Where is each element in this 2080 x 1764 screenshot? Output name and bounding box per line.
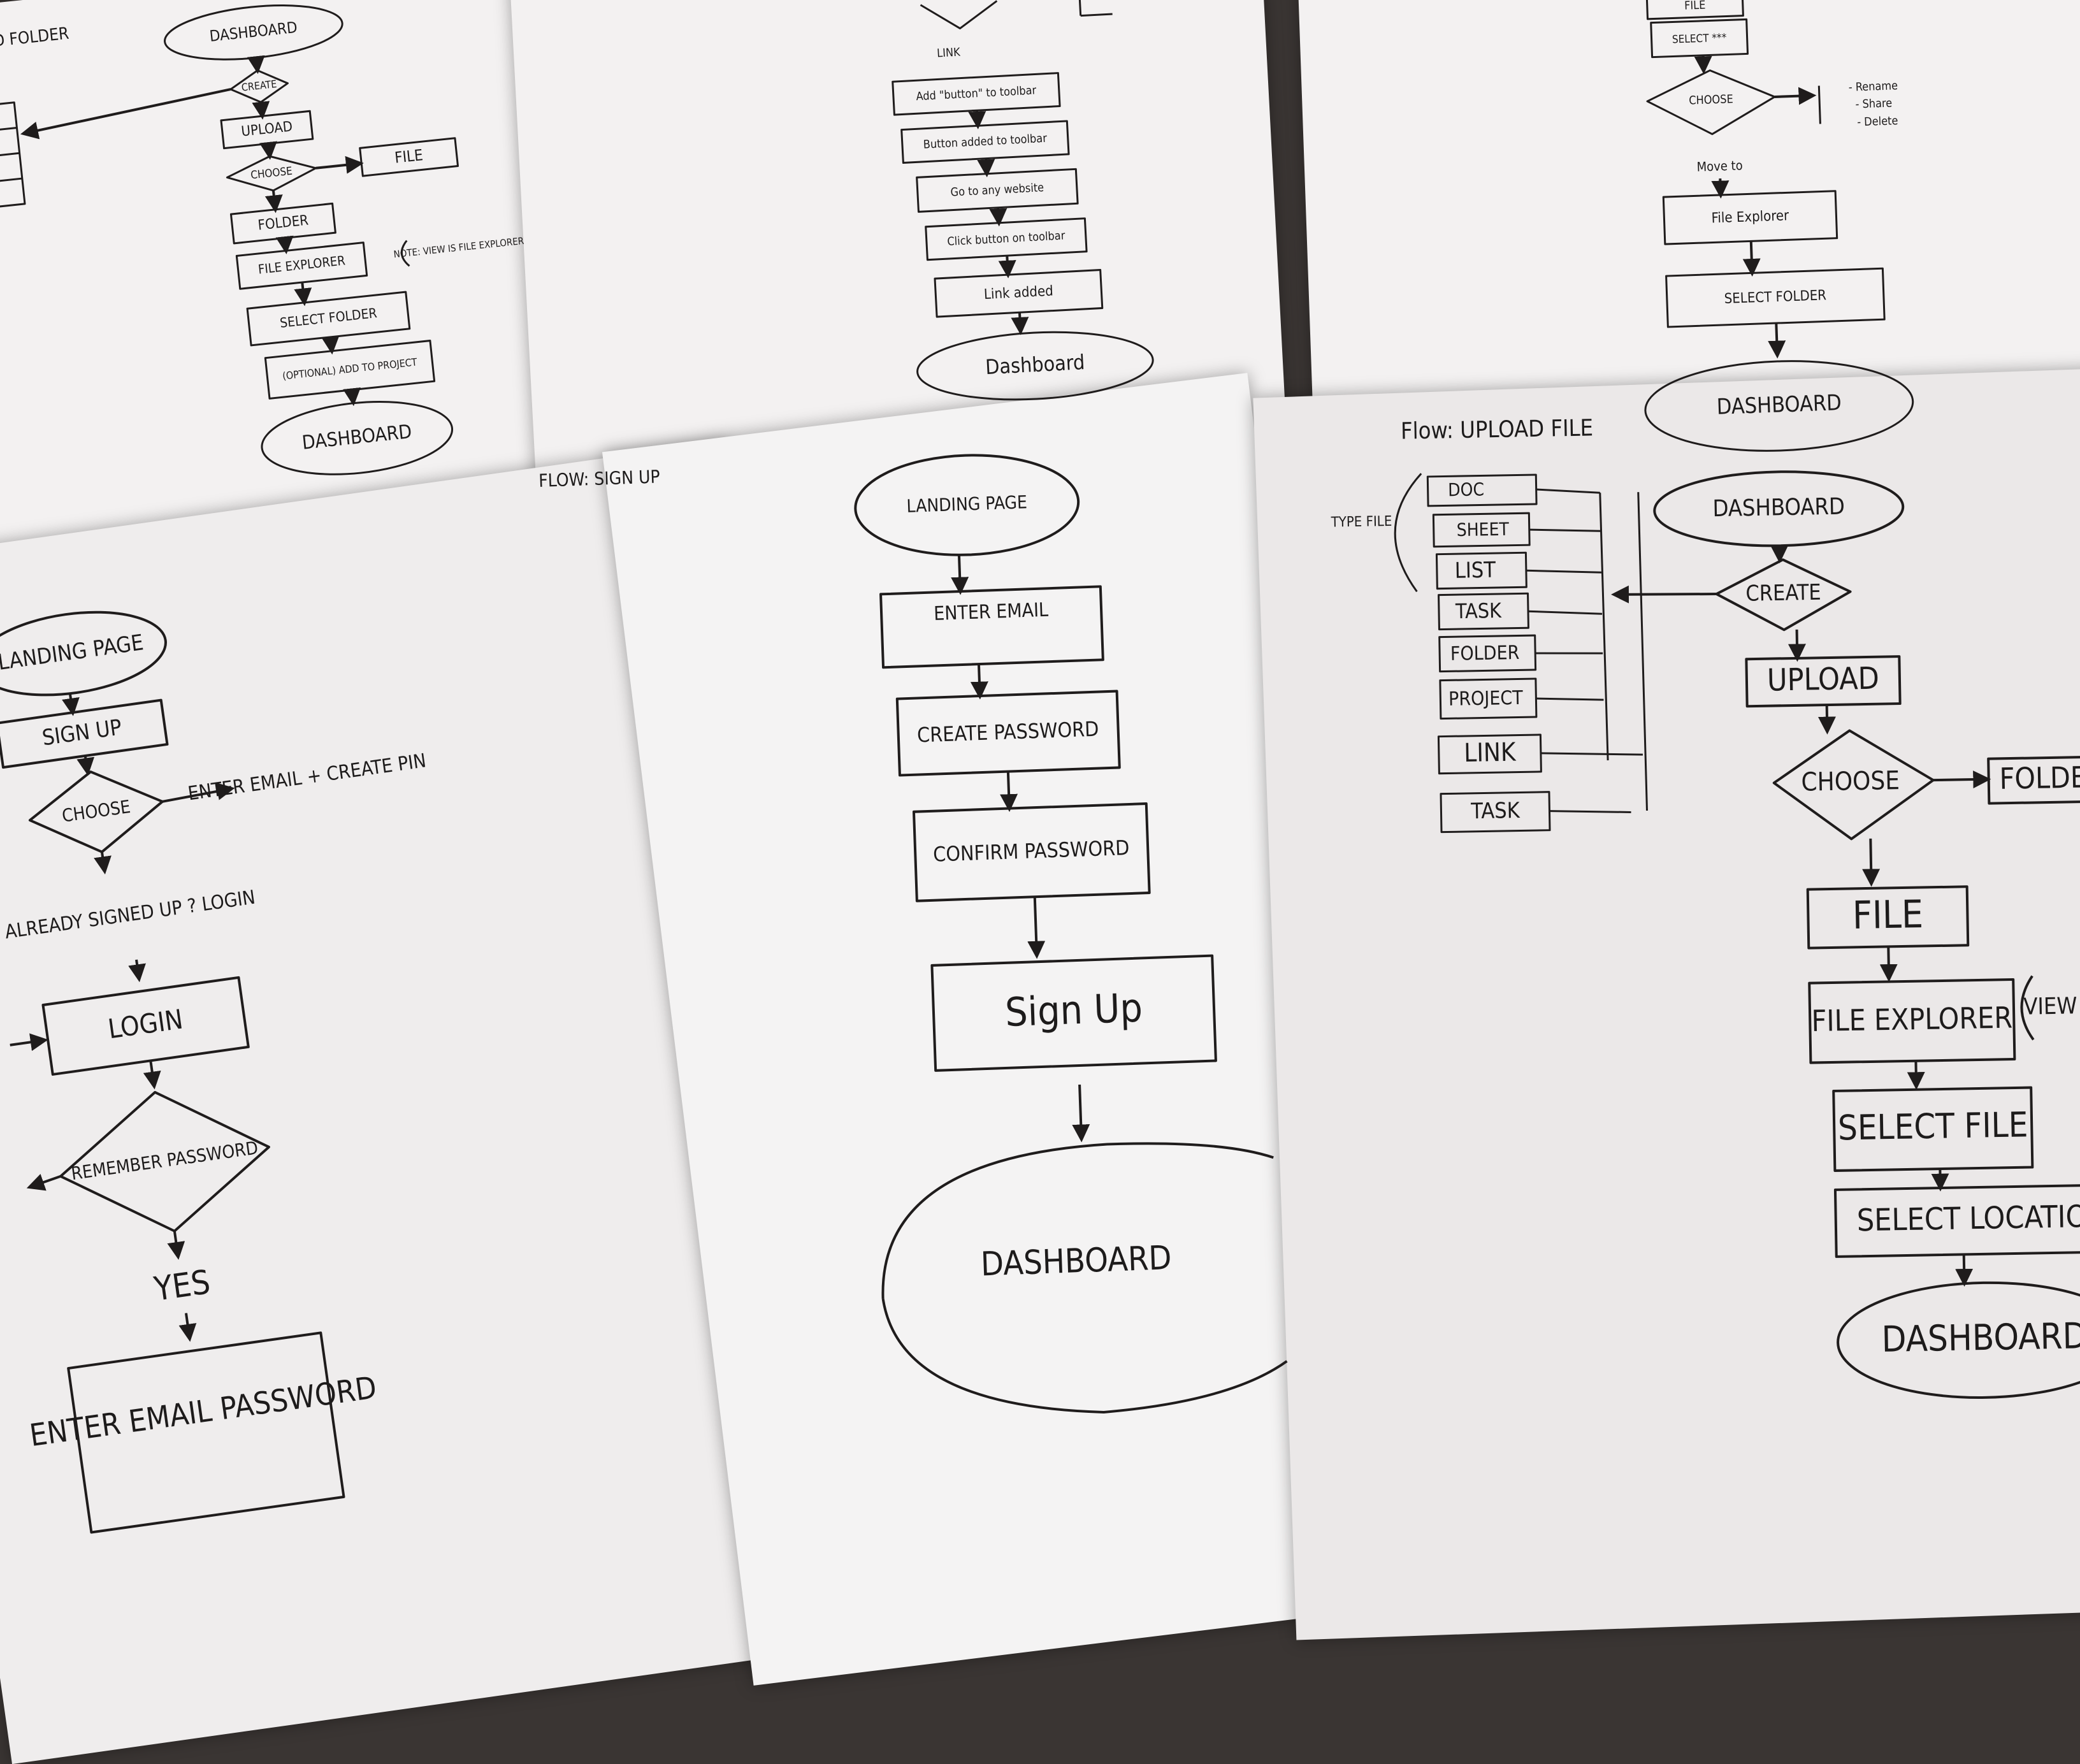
tl-file-explorer: FILE EXPLORER [257, 252, 346, 277]
bl-choose: CHOOSE [61, 796, 132, 827]
br-type-file-label: TYPE FILE [1330, 514, 1392, 531]
br-choose: CHOOSE [1801, 766, 1900, 797]
top-right-flow: FILE SELECT *** CHOOSE - Rename - Share … [1631, 0, 1914, 455]
bl-already-signed-up: ALREADY SIGNED UP ? LOGIN [3, 886, 256, 944]
br-file-explorer: FILE EXPLORER [1811, 1001, 2012, 1038]
bc-enter-email: ENTER EMAIL [934, 599, 1049, 625]
bc-confirm-password: CONFIRM PASSWORD [933, 835, 1130, 867]
br-dashboard-end: DASHBOARD [1881, 1315, 2080, 1361]
tc-add-button: Add "button" to toolbar [916, 83, 1037, 103]
tr-option-share: - Share [1855, 97, 1892, 112]
flow-sketches: OAD FOLDER DASHBOARD CREATE UPLOAD CHOOS… [0, 0, 2080, 1560]
bl-signup: SIGN UP [41, 714, 124, 751]
br-select-location: SELECT LOCATION [1856, 1198, 2080, 1238]
bl-enter-email-password: ENTER EMAIL PASSWORD [27, 1370, 379, 1454]
br-select-file: SELECT FILE [1838, 1104, 2028, 1148]
br-type-doc: DOC [1448, 479, 1484, 500]
tc-link-added: Link added [983, 283, 1053, 303]
bc-enter-email-box [881, 586, 1103, 667]
br-side-note: VIEW D [2023, 993, 2080, 1020]
tl-file: FILE [394, 146, 424, 166]
bottom-right-flow: Flow: UPLOAD FILE TYPE FILE DOC SHEET LI… [1329, 406, 2080, 1408]
br-type-folder: FOLDER [1450, 642, 1520, 665]
tr-file-explorer: File Explorer [1711, 208, 1789, 226]
tc-dashboard: Dashboard [985, 350, 1085, 379]
br-type-project: PROJECT [1448, 687, 1524, 711]
top-center-flow: LINK Add "button" to toolbar Button adde… [889, 0, 1155, 405]
tr-option-rename: - Rename [1848, 79, 1898, 94]
bc-dashboard: DASHBOARD [980, 1239, 1173, 1283]
br-flow-title: Flow: UPLOAD FILE [1401, 415, 1594, 444]
br-type-task-2: TASK [1470, 798, 1520, 824]
bl-landing: LANDING PAGE [0, 630, 145, 676]
tl-note: NOTE: VIEW IS FILE EXPLORER [393, 235, 524, 260]
bc-landing: LANDING PAGE [906, 491, 1028, 517]
tr-select: SELECT *** [1672, 32, 1727, 47]
tl-dashboard-start: DASHBOARD [209, 18, 298, 45]
bl-login: LOGIN [106, 1003, 185, 1045]
tr-dashboard: DASHBOARD [1716, 390, 1842, 420]
tl-choose: CHOOSE [250, 165, 292, 182]
top-left-flow: OAD FOLDER DASHBOARD CREATE UPLOAD CHOOS… [0, 0, 546, 510]
tc-click-button: Click button on toolbar [947, 229, 1065, 249]
tl-create: CREATE [241, 78, 277, 94]
tc-link-label: LINK [937, 46, 961, 61]
bc-create-password: CREATE PASSWORD [916, 717, 1099, 748]
bl-enter-email-pin: ENTER EMAIL + CREATE PIN [187, 749, 428, 805]
tr-move-to: Move to [1696, 157, 1743, 174]
br-type-link: LINK [1464, 738, 1517, 768]
bottom-left-flow: LANDING PAGE SIGN UP CHOOSE ENTER EMAIL … [0, 568, 526, 1539]
top-left-partial-label: OAD FOLDER [0, 24, 70, 54]
br-folder: FOLDER [1999, 760, 2080, 796]
tl-optional: (OPTIONAL) ADD TO PROJECT [282, 356, 417, 382]
tl-folder: FOLDER [257, 213, 310, 234]
br-file: FILE [1852, 892, 1923, 938]
tl-select-folder: SELECT FOLDER [279, 305, 378, 331]
tc-go-website: Go to any website [950, 181, 1044, 199]
br-type-sheet: SHEET [1456, 519, 1509, 540]
br-create: CREATE [1745, 580, 1821, 607]
br-type-list: LIST [1454, 558, 1496, 584]
bl-yes: YES [151, 1263, 212, 1309]
bottom-center-flow: FLOW: SIGN UP LANDING PAGE ENTER EMAIL C… [538, 445, 1289, 1431]
tl-dashboard-end: DASHBOARD [301, 421, 413, 454]
br-upload: UPLOAD [1767, 661, 1880, 698]
tr-option-delete: - Delete [1857, 114, 1898, 129]
br-type-task: TASK [1455, 598, 1503, 623]
tc-button-added: Button added to toolbar [923, 132, 1047, 152]
tr-select-folder: SELECT FOLDER [1724, 287, 1826, 307]
bc-flow-title: FLOW: SIGN UP [538, 466, 661, 491]
tr-choose: CHOOSE [1689, 92, 1733, 107]
tl-upload: UPLOAD [240, 119, 293, 140]
bc-signup: Sign Up [1004, 985, 1143, 1036]
tr-file: FILE [1684, 0, 1706, 13]
br-dashboard-start: DASHBOARD [1712, 494, 1845, 523]
